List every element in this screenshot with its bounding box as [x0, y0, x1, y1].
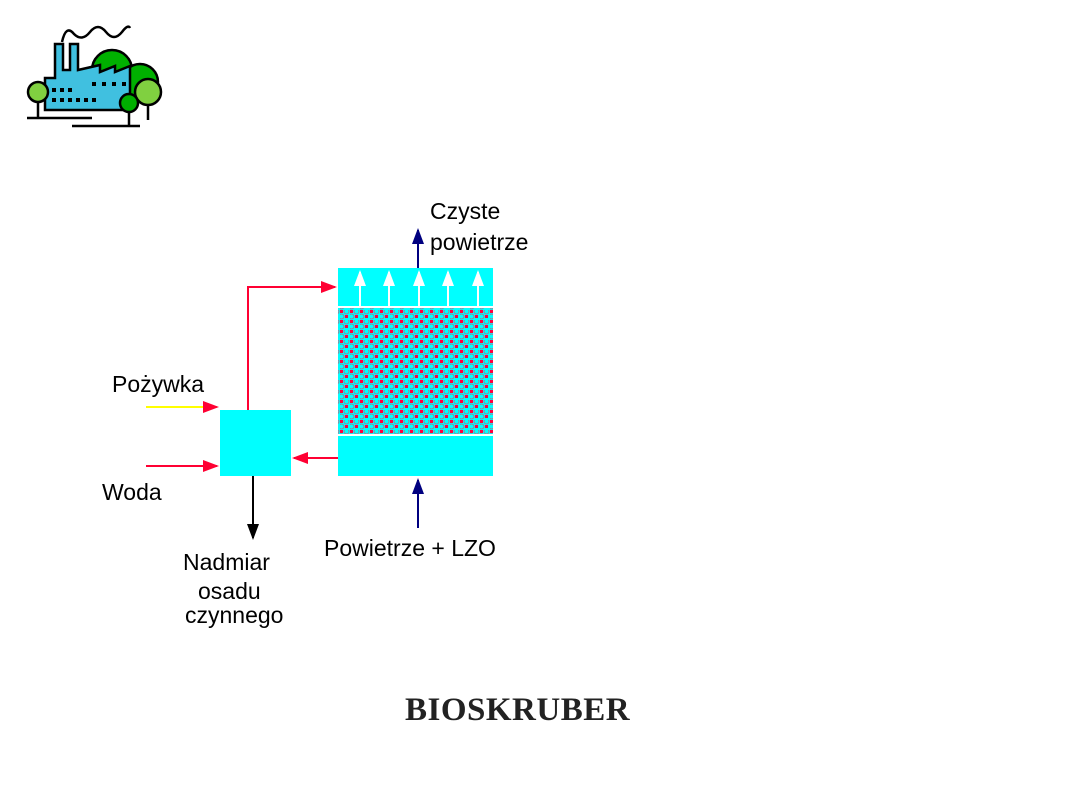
- upflow-arrows: [354, 270, 484, 306]
- excess-sludge-label-3: czynnego: [185, 602, 283, 628]
- nutrient-label: Pożywka: [112, 371, 204, 397]
- water-label: Woda: [102, 479, 162, 505]
- clean-air-label-1: Czyste: [430, 198, 500, 224]
- packing-bed: [338, 308, 493, 434]
- diagram-title: BIOSKRUBER: [405, 692, 631, 728]
- inlet-air-label: Powietrze + LZO: [324, 535, 496, 561]
- clean-air-label-2: powietrze: [430, 229, 528, 255]
- mixing-tank: [220, 410, 291, 476]
- recycle-to-column-line: [247, 281, 337, 410]
- factory-logo-icon: [26, 25, 163, 128]
- column-top-section: [338, 268, 493, 306]
- excess-sludge-label-2: osadu: [198, 578, 261, 604]
- excess-sludge-label-1: Nadmiar: [183, 549, 270, 575]
- column-bottom-section: [338, 436, 493, 476]
